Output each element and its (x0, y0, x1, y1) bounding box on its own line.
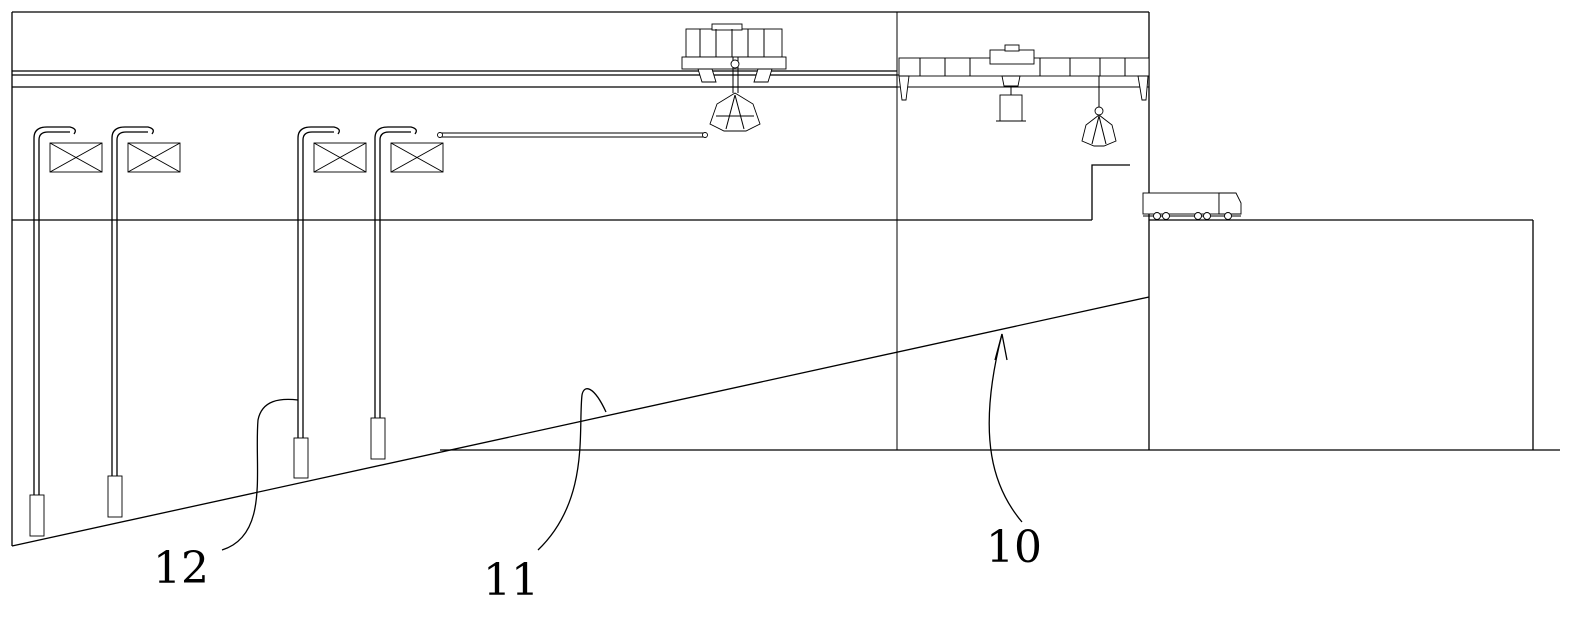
truck (1142, 192, 1242, 220)
leader-line-11 (537, 388, 607, 551)
ref-numeral-11: 11 (483, 555, 539, 606)
ref-numeral-12: 12 (153, 543, 209, 594)
building-frame (11, 11, 1560, 546)
leader-line-10 (988, 333, 1023, 523)
discharge-pipe-1 (29, 126, 76, 537)
exhaust-fan-3 (313, 142, 367, 173)
discharge-pipe-2 (107, 126, 154, 518)
discharge-pipe-3 (293, 126, 340, 479)
gantry-crane-left (681, 23, 787, 93)
grab-bucket-left (709, 92, 761, 132)
exhaust-fan-2 (127, 142, 181, 173)
hanging-bucket-right (996, 94, 1026, 122)
exhaust-fan-4 (390, 142, 444, 173)
discharge-pipe-4 (370, 126, 417, 460)
leader-line-12 (221, 398, 299, 551)
horizontal-duct (437, 132, 708, 138)
exhaust-fan-1 (49, 142, 103, 173)
gantry-crane-right (898, 44, 1150, 107)
ref-numeral-10: 10 (986, 522, 1042, 573)
grab-bucket-right (1081, 106, 1117, 147)
